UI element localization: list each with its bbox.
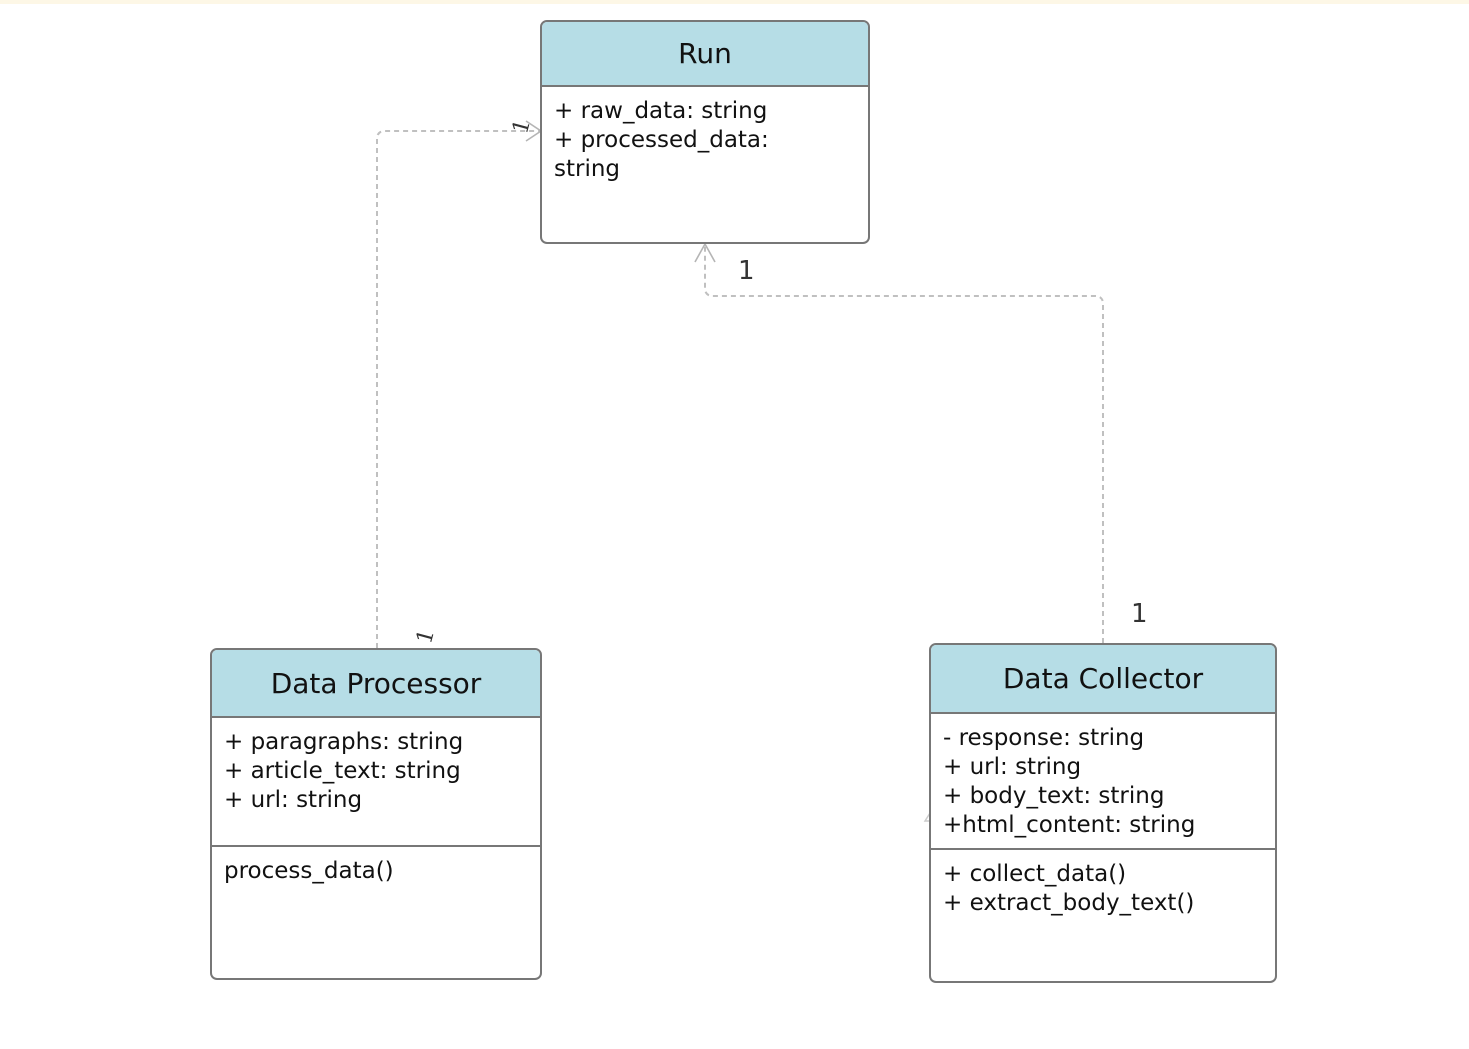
attribute: + paragraphs: string — [224, 729, 464, 755]
attribute: +html_content: string — [943, 812, 1196, 838]
class-data-collector-attributes: - response: string + url: string + body_… — [931, 714, 1275, 850]
class-run-header: Run — [542, 22, 868, 87]
class-data-processor-attributes: + paragraphs: string + article_text: str… — [212, 718, 540, 847]
top-strip — [0, 0, 1469, 4]
class-data-processor-name: Data Processor — [270, 666, 482, 700]
multiplicity-processor-top: 1 — [412, 626, 440, 647]
class-run[interactable]: Run + raw_data: string + processed_data:… — [540, 20, 870, 244]
method: + collect_data() — [943, 861, 1127, 887]
class-data-collector-name: Data Collector — [1002, 662, 1204, 695]
attribute: + article_text: string — [224, 758, 461, 784]
attribute: + raw_data: string — [554, 98, 768, 124]
connector-processor-to-run[interactable] — [376, 130, 540, 648]
attribute: + url: string — [943, 754, 1082, 780]
class-data-collector-header: Data Collector — [931, 645, 1275, 714]
class-data-collector[interactable]: Data Collector - response: string + url:… — [929, 643, 1277, 983]
multiplicity-run-left: 1 — [508, 116, 536, 137]
class-run-name: Run — [678, 37, 732, 70]
attribute: + body_text: string — [943, 783, 1165, 809]
attribute: + processed_data: string — [554, 127, 777, 182]
attribute: - response: string — [943, 725, 1145, 751]
method: process_data() — [224, 858, 394, 884]
class-data-collector-methods: + collect_data() + extract_body_text() — [931, 850, 1275, 918]
class-run-attributes: + raw_data: string + processed_data: str… — [542, 87, 868, 184]
multiplicity-run-bottom: 1 — [738, 256, 755, 286]
open-arrowhead-icon — [694, 242, 716, 263]
method: + extract_body_text() — [943, 890, 1195, 916]
attribute: + url: string — [224, 787, 363, 813]
multiplicity-collector-top: 1 — [1131, 599, 1148, 629]
connector-collector-to-run[interactable] — [704, 244, 1104, 643]
class-data-processor[interactable]: Data Processor + paragraphs: string + ar… — [210, 648, 542, 980]
class-data-processor-methods: process_data() — [212, 847, 540, 886]
class-data-processor-header: Data Processor — [212, 650, 540, 718]
